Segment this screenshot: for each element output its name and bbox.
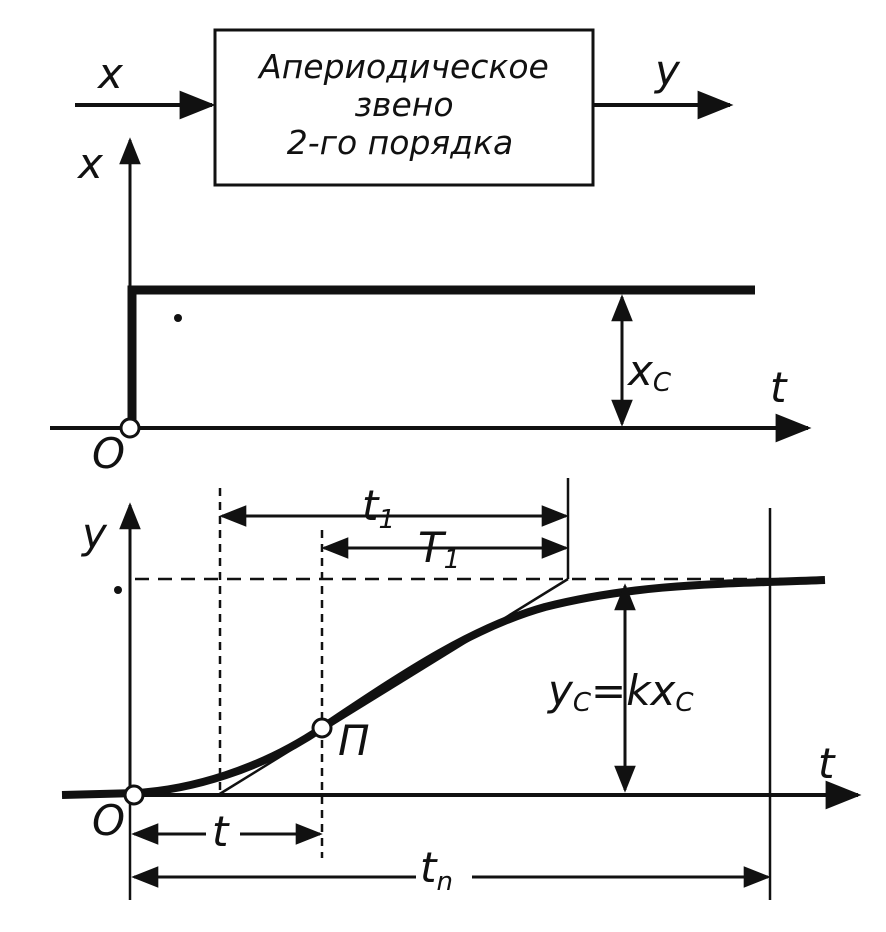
- output-response-graph: y t t1 T1 yC=kxC П: [61, 478, 862, 902]
- inflection-point-marker: [311, 717, 333, 739]
- t-label: t: [212, 807, 230, 856]
- bottom-origin-point: [123, 784, 145, 806]
- T1-label: T1: [418, 523, 460, 575]
- tn-label-background: [416, 852, 472, 902]
- input-step-graph: x t O xC: [50, 137, 812, 478]
- inflection-tangent-line: [217, 577, 569, 797]
- bottom-origin-label: O: [92, 796, 125, 845]
- top-y-axis-label: x: [76, 139, 104, 188]
- speck-dot-2: [114, 586, 122, 594]
- output-signal-label: y: [653, 46, 681, 95]
- top-origin-label: O: [92, 429, 125, 478]
- input-signal-label: x: [96, 49, 124, 98]
- top-t-axis-label: t: [770, 363, 788, 412]
- block-label-line3: 2-го порядка: [287, 123, 513, 162]
- output-response-curve: [61, 576, 826, 799]
- t-label-background: [206, 810, 240, 850]
- aperiodic-link-block: [213, 28, 595, 187]
- inflection-point-label: П: [338, 716, 370, 765]
- yc-label: yC=kxC: [546, 666, 694, 718]
- bottom-y-axis-label: y: [80, 509, 108, 558]
- top-origin-point: [119, 417, 141, 439]
- speck-dot: [174, 314, 182, 322]
- block-diagram: x Апериодическое звено 2-го порядка y: [75, 28, 734, 187]
- block-label-line2: звено: [354, 85, 453, 124]
- step-input-curve: [127, 285, 755, 428]
- t1-label: t1: [362, 481, 395, 535]
- tn-label: tn: [420, 843, 453, 897]
- bottom-t-axis-label: t: [818, 739, 836, 788]
- block-label-line1: Апериодическое: [257, 47, 549, 86]
- xc-label: xC: [626, 346, 672, 398]
